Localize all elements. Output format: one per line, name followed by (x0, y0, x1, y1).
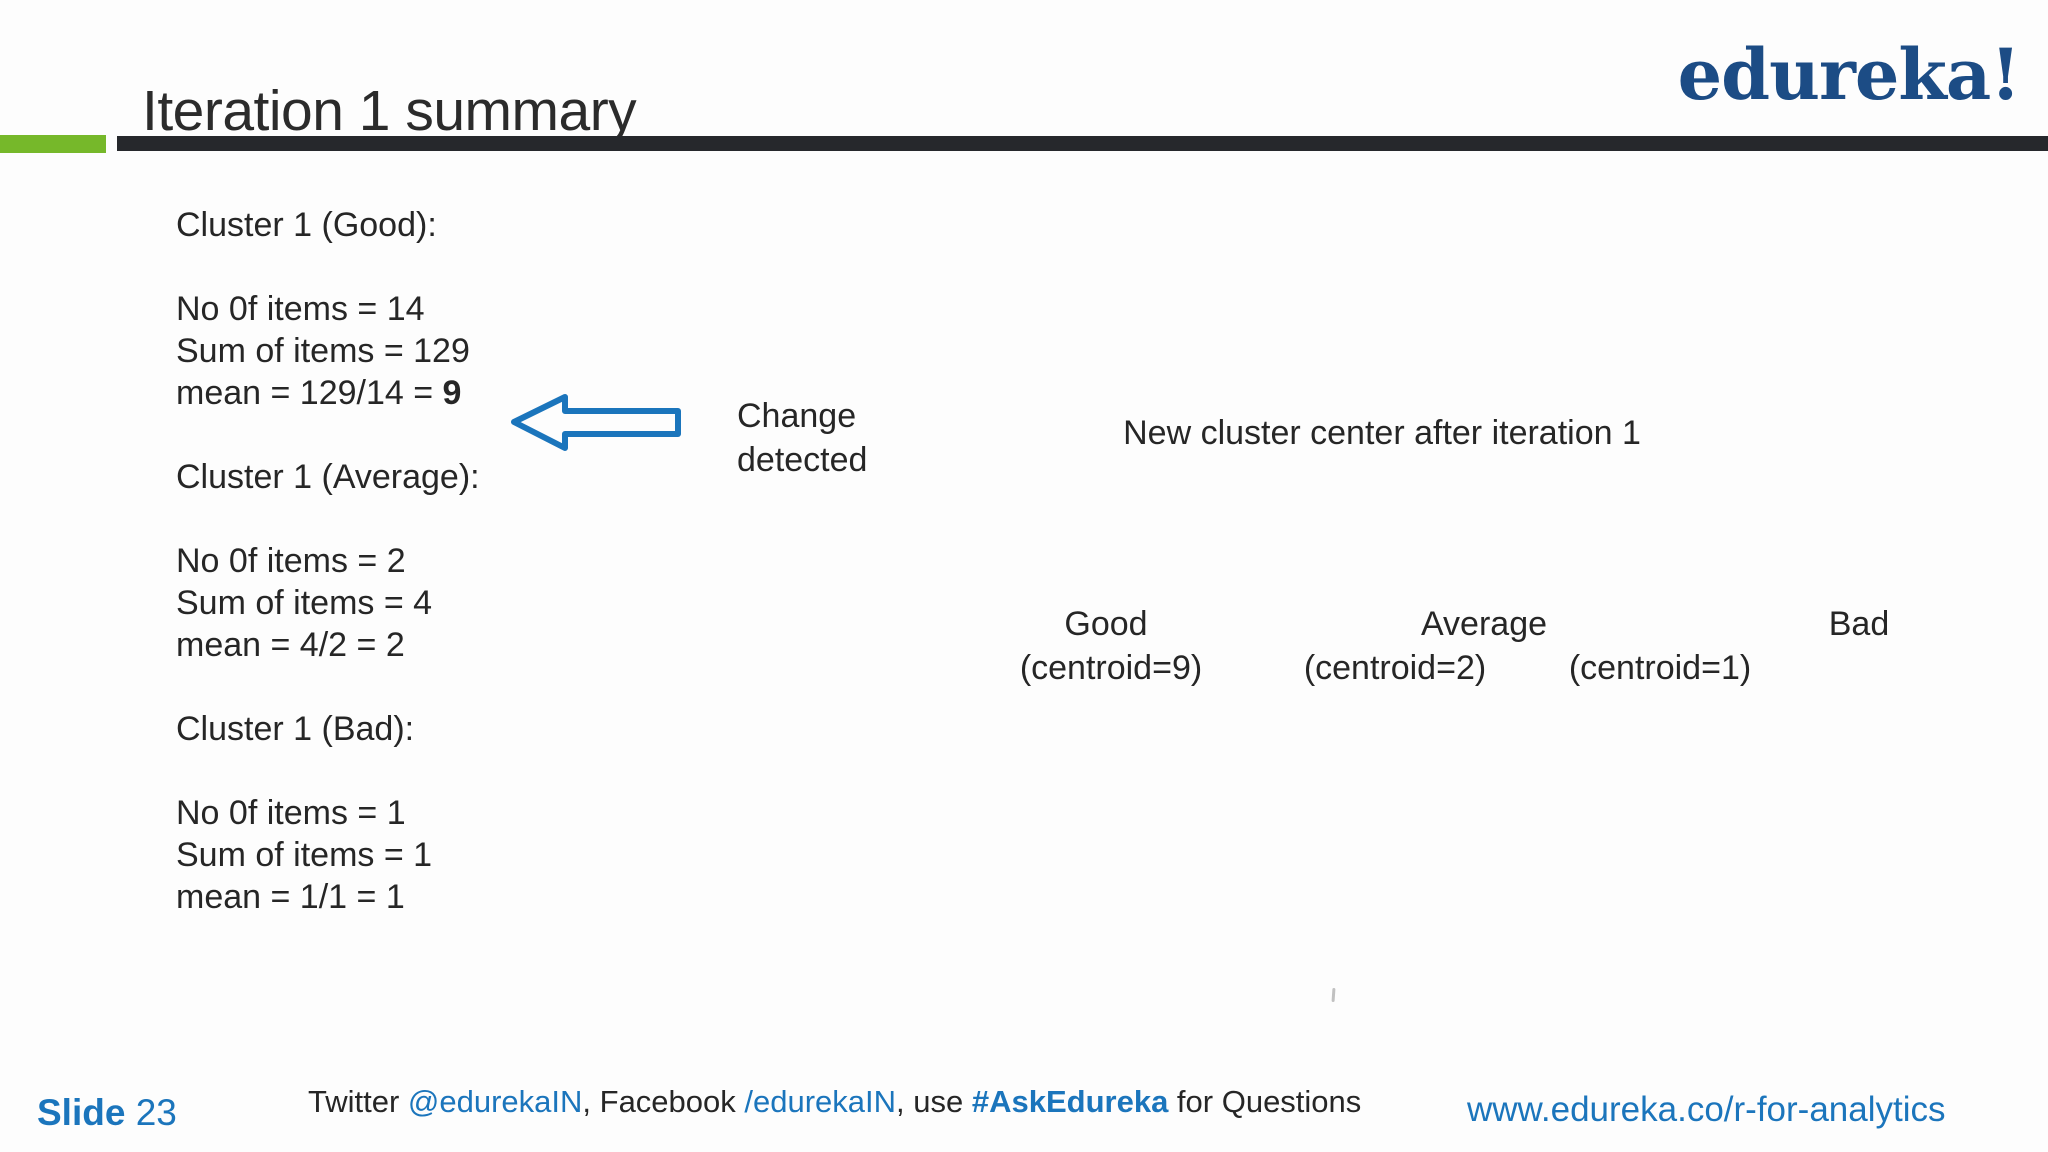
items-count-line: No 0f items = 14 (176, 290, 425, 328)
cluster-heading: Cluster 1 (Bad): (176, 710, 415, 748)
cluster-summary-average: Cluster 1 (Average): No 0f items = 2 Sum… (176, 456, 480, 666)
items-sum-line: Sum of items = 4 (176, 584, 433, 622)
green-accent-bar (0, 135, 106, 153)
questions-suffix: for Questions (1168, 1084, 1362, 1119)
items-count-line: No 0f items = 1 (176, 794, 406, 832)
facebook-handle-link[interactable]: /edurekaIN (744, 1084, 897, 1119)
mean-value: 2 (385, 626, 405, 664)
mean-line: mean = 129/14 = 9 (176, 372, 480, 414)
slide-number-label: Slide 23 (37, 1092, 177, 1134)
items-sum-line: Sum of items = 129 (176, 332, 470, 370)
cluster-summary-list: Cluster 1 (Good): No 0f items = 14 Sum o… (176, 204, 480, 960)
slide-label: Slide (37, 1092, 126, 1133)
mean-formula: mean = 1/1 = (176, 878, 386, 916)
header-divider-bar (117, 136, 2048, 151)
twitter-handle-link[interactable]: @edurekaIN (407, 1084, 583, 1119)
use-prefix: , use (896, 1084, 972, 1119)
cluster-summary-bad: Cluster 1 (Bad): No 0f items = 1 Sum of … (176, 708, 480, 918)
slide-title: Iteration 1 summary (142, 79, 637, 144)
cluster-heading: Cluster 1 (Average): (176, 458, 480, 496)
items-count-line: No 0f items = 2 (176, 542, 406, 580)
askedureka-hashtag: #AskEdureka (971, 1084, 1169, 1119)
centroid-name-average: Average (1420, 605, 1548, 643)
centroid-name-bad: Bad (1828, 605, 1890, 643)
mean-line: mean = 4/2 = 2 (176, 624, 480, 666)
mean-value: 1 (385, 878, 405, 916)
centroid-value-bad: (centroid=1) (1568, 649, 1752, 687)
mean-formula: mean = 4/2 = (176, 626, 386, 664)
social-line: Twitter @edurekaIN, Facebook /edurekaIN,… (308, 1084, 1361, 1120)
scan-artifact-mark (1331, 987, 1336, 1003)
items-sum-line: Sum of items = 1 (176, 836, 433, 874)
twitter-prefix: Twitter (308, 1084, 408, 1119)
edureka-logo: edureka! (1677, 33, 2021, 116)
centroid-value-good: (centroid=9) (1019, 649, 1203, 687)
cluster-heading: Cluster 1 (Good): (176, 206, 437, 244)
centroid-name-good: Good (1064, 605, 1148, 643)
cluster-summary-good: Cluster 1 (Good): No 0f items = 14 Sum o… (176, 204, 480, 414)
centroid-value-average: (centroid=2) (1303, 649, 1487, 687)
mean-formula: mean = 129/14 = (176, 374, 443, 412)
facebook-prefix: , Facebook (582, 1084, 745, 1119)
change-detected-label: Change detected (737, 397, 868, 479)
course-url-link[interactable]: www.edureka.co/r-for-analytics (1467, 1090, 1946, 1129)
mean-value: 9 (442, 374, 462, 412)
change-left-arrow-icon (510, 393, 684, 453)
mean-line: mean = 1/1 = 1 (176, 876, 480, 918)
new-cluster-center-label: New cluster center after iteration 1 (1123, 414, 1641, 452)
slide-number: 23 (135, 1092, 177, 1133)
